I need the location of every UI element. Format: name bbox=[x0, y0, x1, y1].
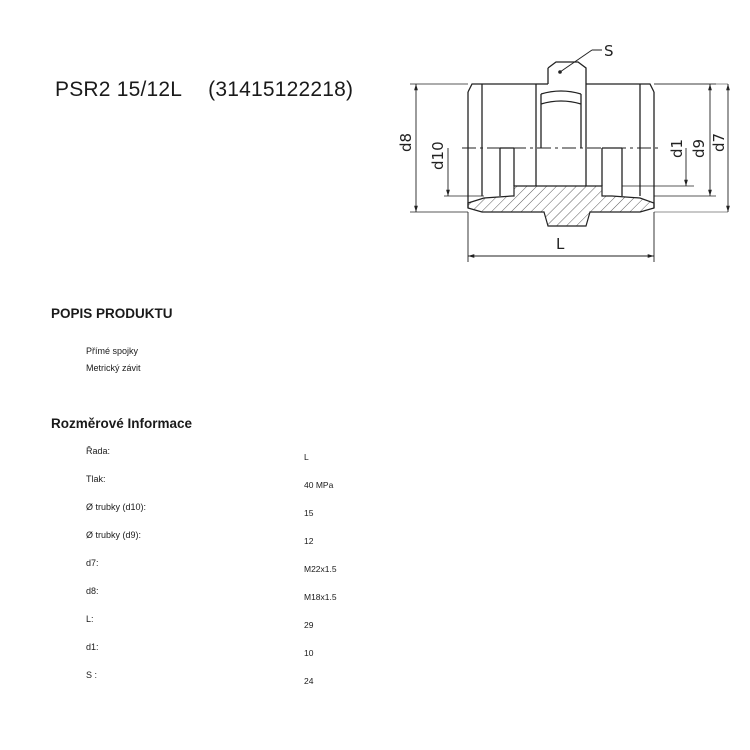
description-line: Přímé spojky bbox=[86, 346, 139, 356]
d10-label: d10 bbox=[429, 141, 447, 170]
product-title: PSR2 15/12L (31415122218) bbox=[55, 78, 353, 102]
spec-label: d1: bbox=[86, 642, 99, 652]
spec-label: Ø trubky (d10): bbox=[86, 502, 147, 512]
spec-label: Tlak: bbox=[86, 474, 106, 484]
spec-row: Řada: L bbox=[86, 446, 386, 474]
spec-value: 24 bbox=[304, 676, 314, 686]
spec-value: 40 MPa bbox=[304, 480, 334, 490]
d9-label: d9 bbox=[690, 139, 708, 158]
spec-value: M22x1.5 bbox=[304, 564, 337, 574]
description-list: Přímé spojky Metrický závit bbox=[86, 343, 141, 377]
spec-label: L: bbox=[86, 614, 94, 624]
spec-row: Tlak: 40 MPa bbox=[86, 474, 386, 502]
d7-label: d7 bbox=[710, 133, 728, 152]
product-name: PSR2 15/12L bbox=[55, 78, 183, 101]
spec-row: d1: 10 bbox=[86, 642, 386, 670]
spec-row: L: 29 bbox=[86, 614, 386, 642]
specs-table: Řada: L Tlak: 40 MPa Ø trubky (d10): 15 Ø t… bbox=[86, 446, 386, 698]
spec-label: Ø trubky (d9): bbox=[86, 530, 142, 540]
spec-value: M18x1.5 bbox=[304, 592, 337, 602]
l-label: L bbox=[556, 235, 565, 253]
description-line: Metrický závit bbox=[86, 363, 141, 373]
spec-value: L bbox=[304, 452, 309, 462]
spec-label: d8: bbox=[86, 586, 99, 596]
spec-row: Ø trubky (d9): 12 bbox=[86, 530, 386, 558]
d8-label: d8 bbox=[397, 133, 415, 152]
spec-row: Ø trubky (d10): 15 bbox=[86, 502, 386, 530]
spec-row: d7: M22x1.5 bbox=[86, 558, 386, 586]
section-hatching bbox=[467, 185, 655, 227]
fitting-outline bbox=[467, 61, 655, 208]
d1-label: d1 bbox=[668, 139, 686, 158]
s-label: S bbox=[604, 42, 614, 60]
description-heading: POPIS PRODUKTU bbox=[51, 306, 173, 321]
spec-value: 10 bbox=[304, 648, 314, 658]
spec-value: 12 bbox=[304, 536, 314, 546]
spec-label: Řada: bbox=[86, 446, 111, 456]
spec-value: 29 bbox=[304, 620, 314, 630]
product-code: (31415122218) bbox=[208, 78, 354, 101]
spec-label: d7: bbox=[86, 558, 99, 568]
spec-value: 15 bbox=[304, 508, 314, 518]
specs-heading: Rozměrové Informace bbox=[51, 416, 193, 431]
spec-row: d8: M18x1.5 bbox=[86, 586, 386, 614]
s-leader bbox=[559, 49, 602, 73]
spec-row: S : 24 bbox=[86, 670, 386, 698]
fitting-technical-drawing: S d8 d10 d1 d9 d7 L bbox=[397, 42, 730, 262]
spec-label: S : bbox=[86, 670, 98, 680]
